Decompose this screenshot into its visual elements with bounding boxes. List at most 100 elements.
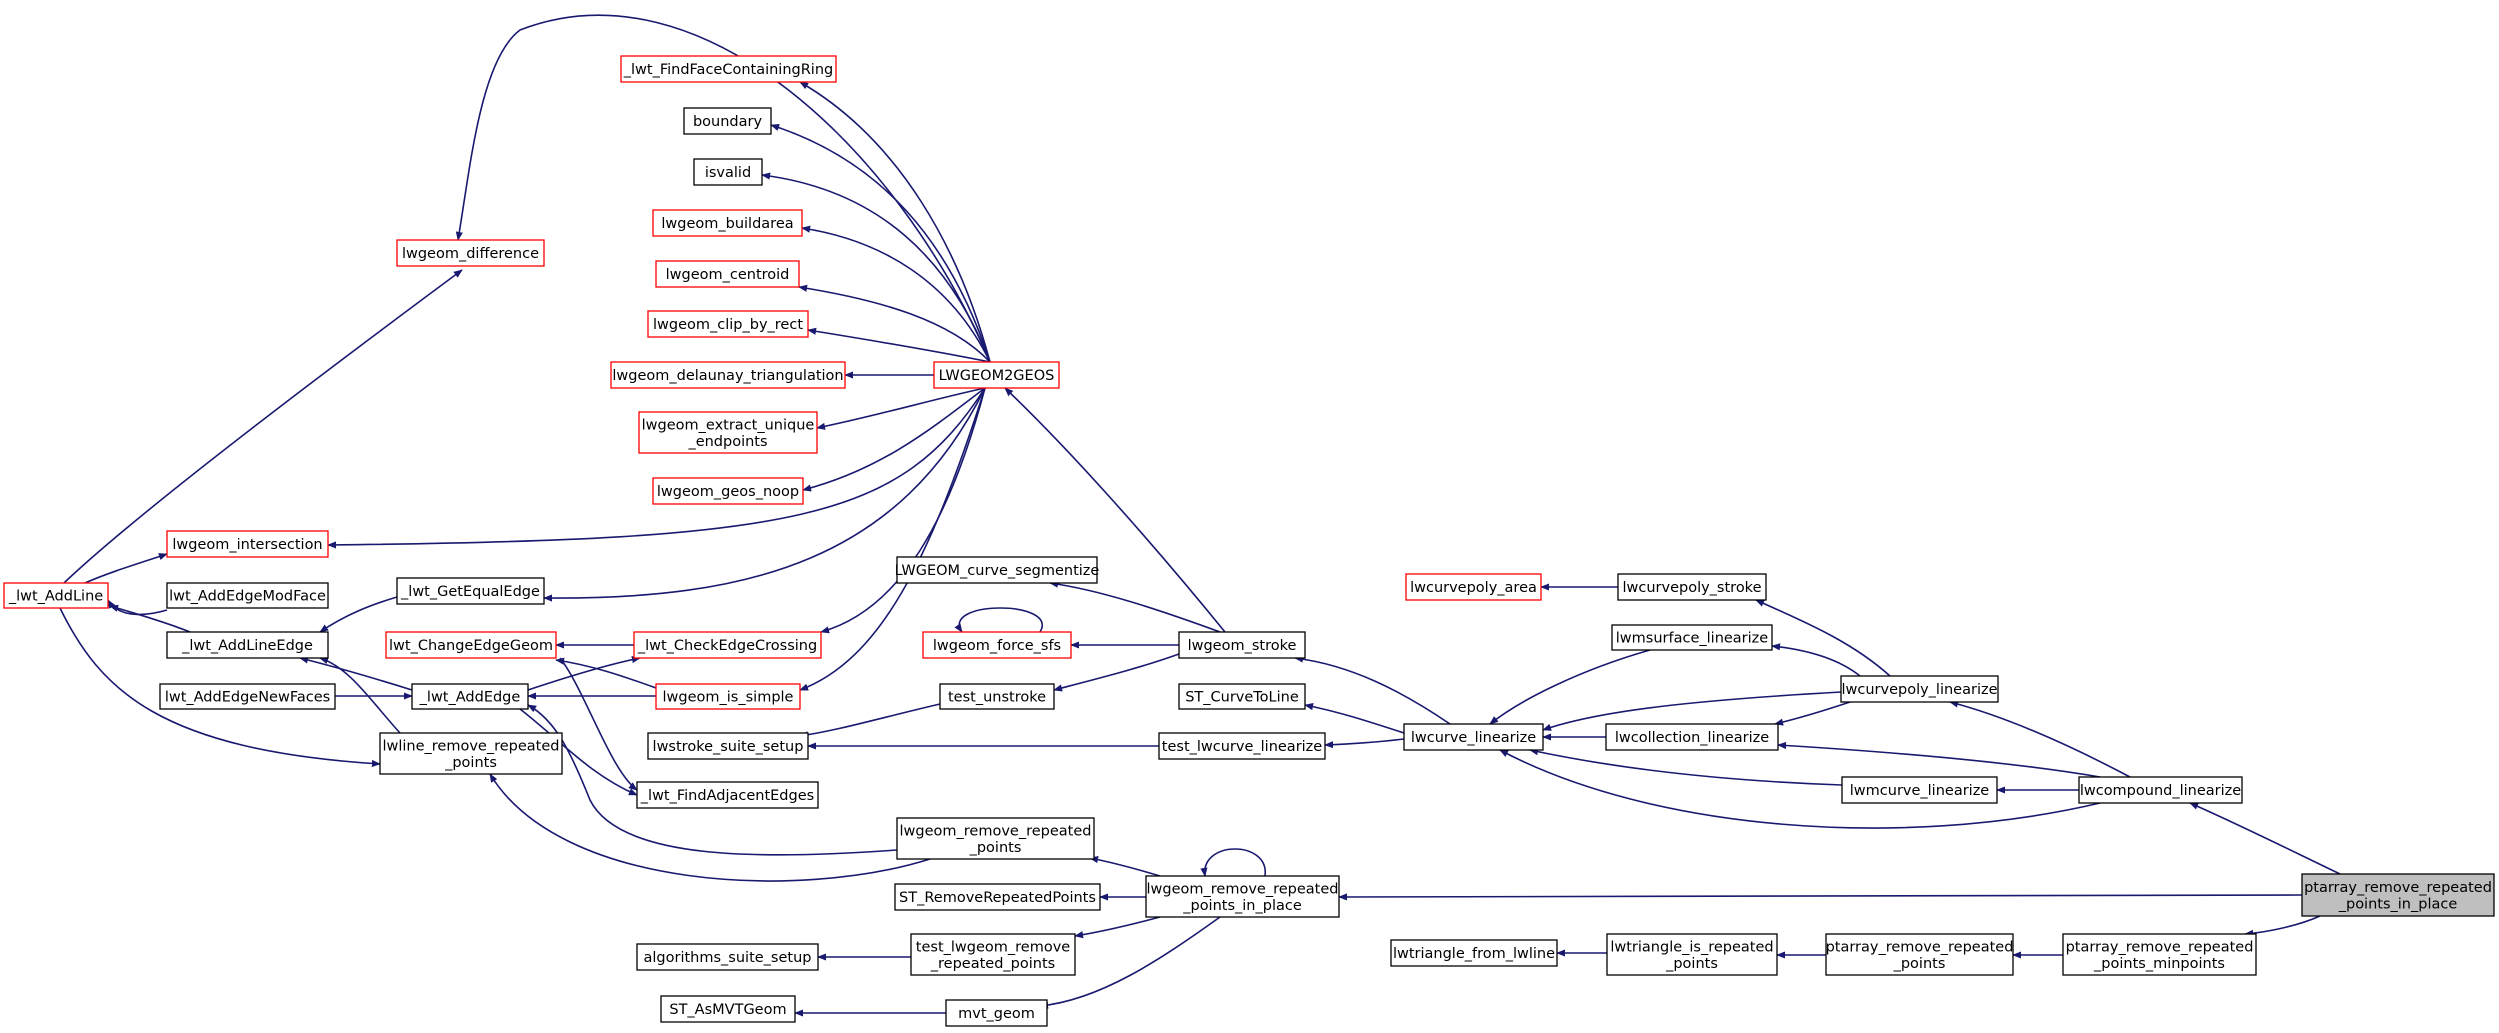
node-box[interactable]	[166, 530, 329, 558]
node-lwt_CheckEdgeCrossing[interactable]: _lwt_CheckEdgeCrossing	[633, 631, 822, 659]
node-lwgeom_delaunay_triangulation[interactable]: lwgeom_delaunay_triangulation	[610, 361, 846, 389]
node-box[interactable]	[939, 683, 1055, 710]
node-box[interactable]	[2062, 933, 2257, 976]
node-box[interactable]	[1825, 933, 2014, 976]
node-lwgeom_remove_repeated_points_in_place[interactable]: lwgeom_remove_repeated_points_in_place	[1145, 875, 1340, 918]
node-box[interactable]	[1841, 776, 1998, 804]
node-lwmcurve_linearize[interactable]: lwmcurve_linearize	[1841, 776, 1998, 804]
node-lwtriangle_from_lwline[interactable]: lwtriangle_from_lwline	[1390, 939, 1558, 967]
node-lwt_FindFaceContainingRing[interactable]: _lwt_FindFaceContainingRing	[620, 55, 837, 83]
node-box[interactable]	[1178, 683, 1306, 710]
node-box[interactable]	[1605, 723, 1779, 751]
node-lwcurvepoly_stroke[interactable]: lwcurvepoly_stroke	[1617, 573, 1767, 601]
node-lwt_AddLine[interactable]: _lwt_AddLine	[3, 582, 109, 609]
node-box[interactable]	[1405, 573, 1542, 601]
node-ST_CurveToLine[interactable]: ST_CurveToLine	[1178, 683, 1306, 710]
node-lwcurvepoly_linearize[interactable]: lwcurvepoly_linearize	[1840, 675, 1999, 703]
node-box[interactable]	[3, 582, 109, 609]
node-lwt_GetEqualEdge[interactable]: _lwt_GetEqualEdge	[396, 577, 545, 605]
node-box[interactable]	[396, 239, 545, 267]
node-box[interactable]	[660, 995, 796, 1023]
node-lwline_remove_repeated_points[interactable]: lwline_remove_repeated_points	[379, 732, 563, 775]
node-algorithms_suite_setup[interactable]: algorithms_suite_setup	[636, 943, 819, 971]
node-box[interactable]	[385, 631, 557, 659]
node-box[interactable]	[1840, 675, 1999, 703]
node-lwgeom_buildarea[interactable]: lwgeom_buildarea	[652, 209, 803, 237]
node-box[interactable]	[1606, 933, 1778, 976]
node-LWGEOM_curve_segmentize[interactable]: LWGEOM_curve_segmentize	[895, 556, 1100, 584]
node-lwcompound_linearize[interactable]: lwcompound_linearize	[2078, 776, 2243, 804]
node-box[interactable]	[896, 556, 1098, 584]
node-box[interactable]	[1390, 939, 1558, 967]
node-box[interactable]	[411, 683, 529, 710]
node-lwcollection_linearize[interactable]: lwcollection_linearize	[1605, 723, 1779, 751]
node-box[interactable]	[655, 260, 800, 288]
node-lwt_AddEdge[interactable]: _lwt_AddEdge	[411, 683, 529, 710]
node-box[interactable]	[638, 411, 818, 454]
node-ST_AsMVTGeom[interactable]: ST_AsMVTGeom	[660, 995, 796, 1023]
node-box[interactable]	[1145, 875, 1340, 918]
node-box[interactable]	[1611, 624, 1773, 651]
node-lwcurvepoly_area[interactable]: lwcurvepoly_area	[1405, 573, 1542, 601]
node-lwgeom_intersection[interactable]: lwgeom_intersection	[166, 530, 329, 558]
node-test_unstroke[interactable]: test_unstroke	[939, 683, 1055, 710]
node-lwt_AddEdgeModFace[interactable]: lwt_AddEdgeModFace	[166, 582, 329, 609]
node-lwgeom_stroke[interactable]: lwgeom_stroke	[1178, 631, 1306, 659]
node-box[interactable]	[933, 361, 1060, 389]
node-ptarray_remove_repeated_points_in_place[interactable]: ptarray_remove_repeated_points_in_place	[2301, 873, 2495, 917]
node-box[interactable]	[647, 310, 809, 338]
node-box[interactable]	[1403, 723, 1544, 751]
node-box[interactable]	[620, 55, 837, 83]
node-box[interactable]	[166, 582, 329, 609]
node-lwt_AddLineEdge[interactable]: _lwt_AddLineEdge	[166, 631, 329, 659]
node-box[interactable]	[636, 943, 819, 971]
node-box[interactable]	[1178, 631, 1306, 659]
node-ST_RemoveRepeatedPoints[interactable]: ST_RemoveRepeatedPoints	[894, 883, 1101, 911]
node-boundary[interactable]: boundary	[683, 107, 772, 135]
node-lwmsurface_linearize[interactable]: lwmsurface_linearize	[1611, 624, 1773, 651]
node-box[interactable]	[652, 477, 804, 505]
node-lwgeom_extract_unique_endpoints[interactable]: lwgeom_extract_unique_endpoints	[638, 411, 818, 454]
node-ptarray_remove_repeated_points_minpoints[interactable]: ptarray_remove_repeated_points_minpoints	[2062, 933, 2257, 976]
node-lwt_AddEdgeNewFaces[interactable]: lwt_AddEdgeNewFaces	[159, 683, 336, 710]
node-lwgeom_remove_repeated_points[interactable]: lwgeom_remove_repeated_points	[896, 817, 1095, 860]
node-box[interactable]	[894, 883, 1101, 911]
node-test_lwcurve_linearize[interactable]: test_lwcurve_linearize	[1158, 732, 1326, 760]
node-box[interactable]	[1617, 573, 1767, 601]
node-box[interactable]	[655, 683, 801, 710]
node-lwstroke_suite_setup[interactable]: lwstroke_suite_setup	[647, 732, 809, 760]
node-mvt_geom[interactable]: mvt_geom	[945, 999, 1048, 1027]
node-LWGEOM2GEOS[interactable]: LWGEOM2GEOS	[933, 361, 1060, 389]
node-box[interactable]	[2078, 776, 2243, 804]
node-box[interactable]	[1158, 732, 1326, 760]
node-box[interactable]	[683, 107, 772, 135]
node-box[interactable]	[693, 158, 763, 186]
node-lwt_ChangeEdgeGeom[interactable]: lwt_ChangeEdgeGeom	[385, 631, 557, 659]
node-lwgeom_clip_by_rect[interactable]: lwgeom_clip_by_rect	[647, 310, 809, 338]
node-box[interactable]	[647, 732, 809, 760]
node-lwt_FindAdjacentEdges[interactable]: _lwt_FindAdjacentEdges	[636, 781, 819, 809]
node-box[interactable]	[652, 209, 803, 237]
node-box[interactable]	[379, 732, 563, 775]
node-lwtriangle_is_repeated_points[interactable]: lwtriangle_is_repeated_points	[1606, 933, 1778, 976]
node-box[interactable]	[159, 683, 336, 710]
node-box[interactable]	[2301, 873, 2495, 917]
node-lwcurve_linearize[interactable]: lwcurve_linearize	[1403, 723, 1544, 751]
node-lwgeom_is_simple[interactable]: lwgeom_is_simple	[655, 683, 801, 710]
node-lwgeom_geos_noop[interactable]: lwgeom_geos_noop	[652, 477, 804, 505]
node-test_lwgeom_remove_repeated_points[interactable]: test_lwgeom_remove_repeated_points	[910, 933, 1076, 976]
node-ptarray_remove_repeated_points[interactable]: ptarray_remove_repeated_points	[1825, 933, 2014, 976]
node-box[interactable]	[610, 361, 846, 389]
node-isvalid[interactable]: isvalid	[693, 158, 763, 186]
node-box[interactable]	[166, 631, 329, 659]
node-box[interactable]	[945, 999, 1048, 1027]
node-box[interactable]	[396, 577, 545, 605]
node-box[interactable]	[636, 781, 819, 809]
node-box[interactable]	[896, 817, 1095, 860]
node-lwgeom_difference[interactable]: lwgeom_difference	[396, 239, 545, 267]
node-lwgeom_centroid[interactable]: lwgeom_centroid	[655, 260, 800, 288]
node-lwgeom_force_sfs[interactable]: lwgeom_force_sfs	[922, 631, 1072, 659]
node-box[interactable]	[910, 933, 1076, 976]
node-box[interactable]	[922, 631, 1072, 659]
node-box[interactable]	[633, 631, 822, 659]
